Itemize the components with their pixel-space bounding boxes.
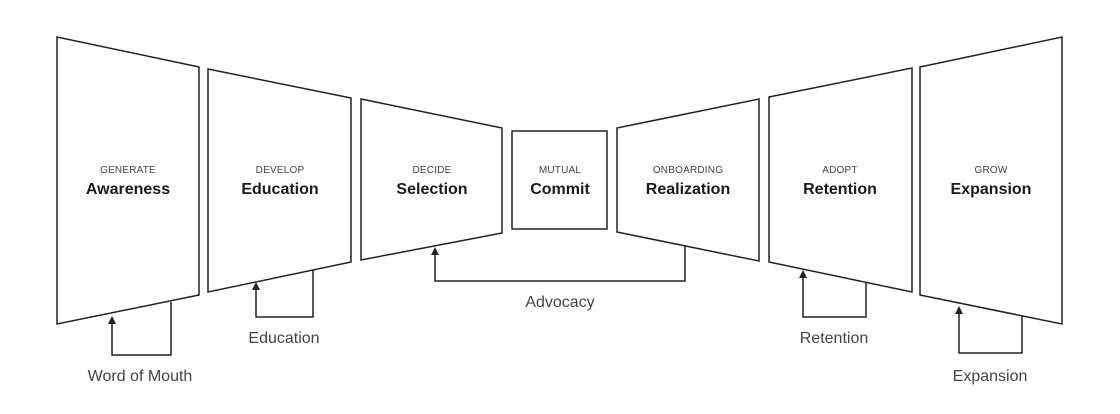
stage-awareness: GENERATE Awareness [56, 36, 200, 325]
stage-selection: DECIDE Selection [360, 98, 503, 261]
stage-caption: MUTUAL [539, 165, 582, 176]
stage-caption: GENERATE [100, 165, 156, 176]
arrow-up-icon [955, 306, 963, 314]
arrow-up-icon [799, 270, 807, 278]
stage-education: DEVELOP Education [207, 68, 352, 293]
stage-title: Education [241, 181, 318, 198]
loop-word-of-mouth: Word of Mouth [88, 302, 193, 385]
loop-label: Expansion [953, 368, 1028, 385]
stage-title: Expansion [951, 181, 1032, 198]
stage-caption: DECIDE [413, 165, 452, 176]
stage-retention: ADOPT Retention [768, 67, 913, 293]
loop-label: Advocacy [525, 294, 594, 311]
loop-retention: Retention [799, 270, 868, 347]
stage-title: Selection [396, 181, 467, 198]
stage-caption: ADOPT [822, 165, 857, 176]
loop-education: Education [248, 266, 320, 347]
stage-caption: GROW [974, 165, 1007, 176]
loop-label: Retention [800, 330, 869, 347]
stage-title: Realization [646, 181, 730, 198]
arrow-up-icon [431, 247, 439, 255]
stage-title: Awareness [86, 181, 170, 198]
stage-title: Retention [803, 181, 877, 198]
stage-caption: DEVELOP [256, 165, 305, 176]
loop-advocacy: Advocacy [431, 244, 686, 311]
loop-label: Word of Mouth [88, 368, 193, 385]
stage-commit: MUTUAL Commit [511, 130, 608, 230]
stage-title: Commit [530, 181, 590, 198]
stage-realization: ONBOARDING Realization [616, 98, 760, 262]
stage-caption: ONBOARDING [653, 165, 723, 176]
stage-expansion: GROW Expansion [919, 36, 1063, 325]
arrow-up-icon [108, 316, 116, 324]
arrow-up-icon [252, 282, 260, 290]
loop-expansion: Expansion [953, 306, 1028, 385]
loop-label: Education [248, 330, 319, 347]
